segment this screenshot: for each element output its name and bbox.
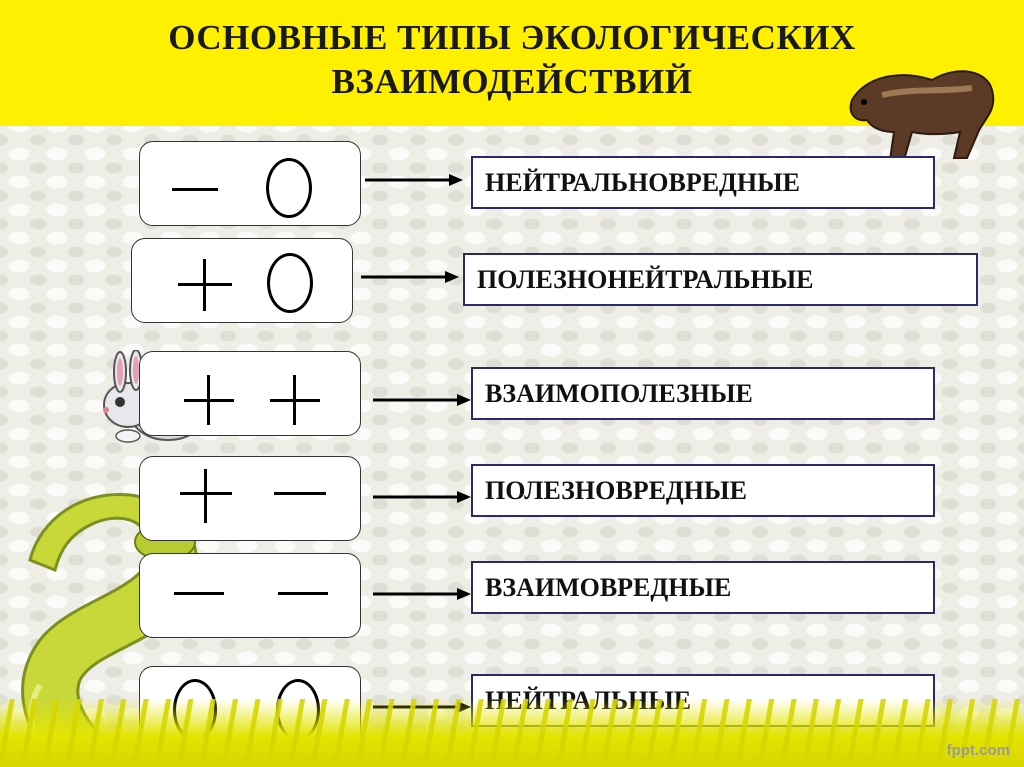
arrow-row-1	[365, 174, 463, 186]
plus-sign-vertical-bar	[293, 375, 296, 425]
plus-sign-vertical-bar	[203, 259, 206, 311]
label-row-4: ПОЛЕЗНОВРЕДНЫЕ	[471, 464, 935, 517]
symbol-box-row-4	[139, 456, 361, 541]
slide-title: ОСНОВНЫЕ ТИПЫ ЭКОЛОГИЧЕСКИХ ВЗАИМОДЕЙСТВ…	[0, 16, 1024, 104]
grass-strip	[0, 699, 1024, 767]
zero-sign	[266, 158, 312, 218]
arrow-row-3	[373, 394, 471, 406]
zero-sign	[267, 253, 313, 313]
label-row-2: ПОЛЕЗНОНЕЙТРАЛЬНЫЕ	[463, 253, 978, 306]
symbol-box-row-1	[139, 141, 361, 226]
minus-sign	[278, 592, 328, 595]
label-row-1: НЕЙТРАЛЬНОВРЕДНЫЕ	[471, 156, 935, 209]
symbol-box-row-2	[131, 238, 353, 323]
plus-sign-vertical-bar	[207, 375, 210, 425]
slide-title-line1: ОСНОВНЫЕ ТИПЫ ЭКОЛОГИЧЕСКИХ	[168, 18, 856, 57]
wolverine-illustration	[849, 70, 995, 161]
watermark: fppt.com	[946, 742, 1010, 759]
label-row-3: ВЗАИМОПОЛЕЗНЫЕ	[471, 367, 935, 420]
arrow-row-5	[373, 588, 471, 600]
arrow-row-4	[373, 491, 471, 503]
minus-sign	[274, 492, 326, 495]
plus-sign-vertical-bar	[204, 469, 207, 523]
symbol-box-row-3	[139, 351, 361, 436]
symbol-box-row-5	[139, 553, 361, 638]
minus-sign	[174, 592, 224, 595]
label-row-5: ВЗАИМОВРЕДНЫЕ	[471, 561, 935, 614]
slide-title-line2: ВЗАИМОДЕЙСТВИЙ	[331, 62, 693, 101]
arrow-row-2	[361, 271, 459, 283]
minus-sign	[172, 188, 218, 191]
